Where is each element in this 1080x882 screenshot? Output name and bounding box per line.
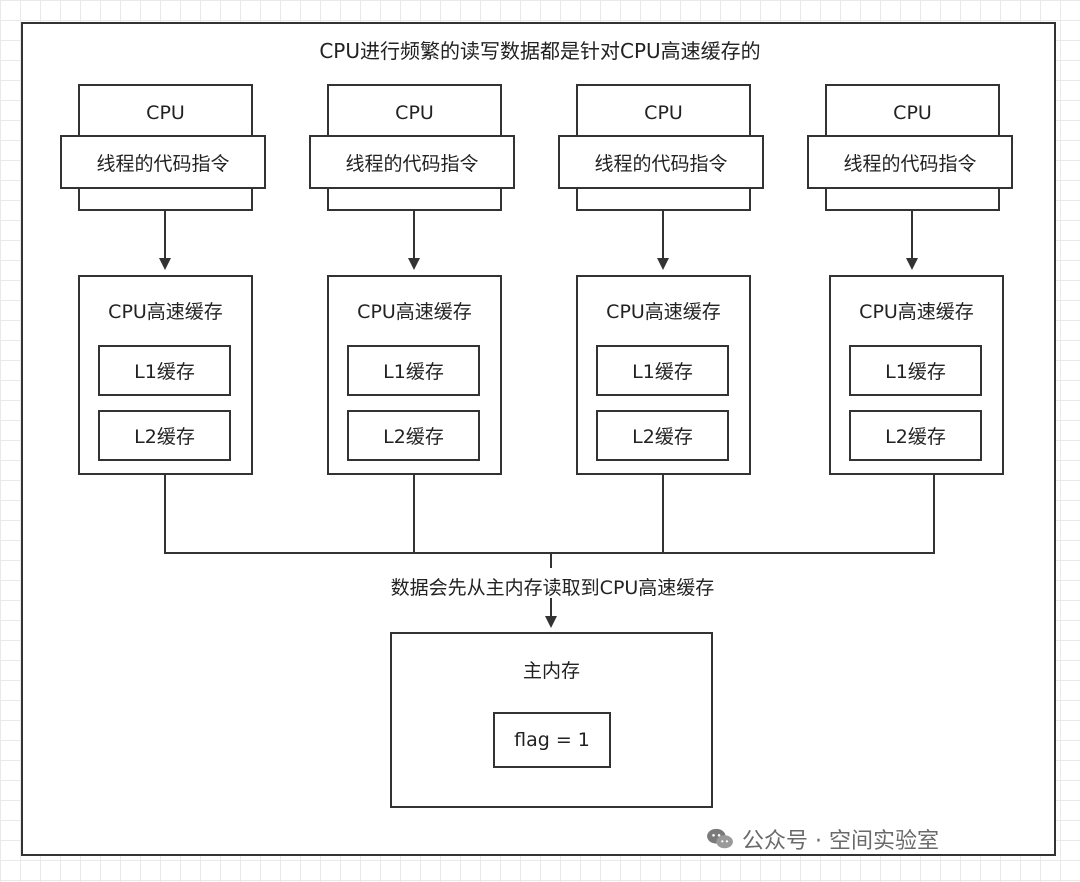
l1-cache-label: L1缓存: [383, 361, 444, 383]
l2-cache-box: L2缓存: [596, 410, 729, 461]
cpu-label: CPU: [644, 102, 683, 124]
thread-code-box: 线程的代码指令: [807, 135, 1013, 189]
cpu-cache-label: CPU高速缓存: [859, 301, 974, 323]
l2-cache-box: L2缓存: [98, 410, 231, 461]
flag-box: flag = 1: [493, 712, 611, 768]
watermark-text: 公众号 · 空间实验室: [742, 829, 939, 854]
thread-code-label: 线程的代码指令: [594, 152, 728, 175]
l2-cache-label: L2缓存: [885, 426, 946, 448]
cpu-label: CPU: [395, 102, 434, 124]
l2-cache-label: L2缓存: [632, 426, 693, 448]
l1-cache-label: L1缓存: [885, 361, 946, 383]
thread-code-label: 线程的代码指令: [96, 152, 230, 175]
diagram-title: CPU进行频繁的读写数据都是针对CPU高速缓存的: [319, 39, 761, 63]
thread-code-label: 线程的代码指令: [843, 152, 977, 175]
l1-cache-box: L1缓存: [596, 345, 729, 396]
cpu-label: CPU: [893, 102, 932, 124]
watermark: 公众号 · 空间实验室: [706, 823, 939, 855]
thread-code-box: 线程的代码指令: [60, 135, 266, 189]
l1-cache-label: L1缓存: [134, 361, 195, 383]
l2-cache-box: L2缓存: [347, 410, 480, 461]
cpu-cache-label: CPU高速缓存: [357, 301, 472, 323]
bus-note: 数据会先从主内存读取到CPU高速缓存: [390, 577, 715, 599]
thread-code-label: 线程的代码指令: [345, 152, 479, 175]
l1-cache-box: L1缓存: [347, 345, 480, 396]
l2-cache-label: L2缓存: [134, 426, 195, 448]
wechat-icon: [707, 828, 733, 849]
l1-cache-box: L1缓存: [98, 345, 231, 396]
l1-cache-box: L1缓存: [849, 345, 982, 396]
thread-code-box: 线程的代码指令: [309, 135, 515, 189]
cpu-cache-label: CPU高速缓存: [108, 301, 223, 323]
l1-cache-label: L1缓存: [632, 361, 693, 383]
cpu-cache-label: CPU高速缓存: [606, 301, 721, 323]
flag-value: flag = 1: [514, 729, 590, 751]
cpu-label: CPU: [146, 102, 185, 124]
thread-code-box: 线程的代码指令: [558, 135, 764, 189]
l2-cache-box: L2缓存: [849, 410, 982, 461]
main-memory-label: 主内存: [522, 660, 580, 682]
l2-cache-label: L2缓存: [383, 426, 444, 448]
